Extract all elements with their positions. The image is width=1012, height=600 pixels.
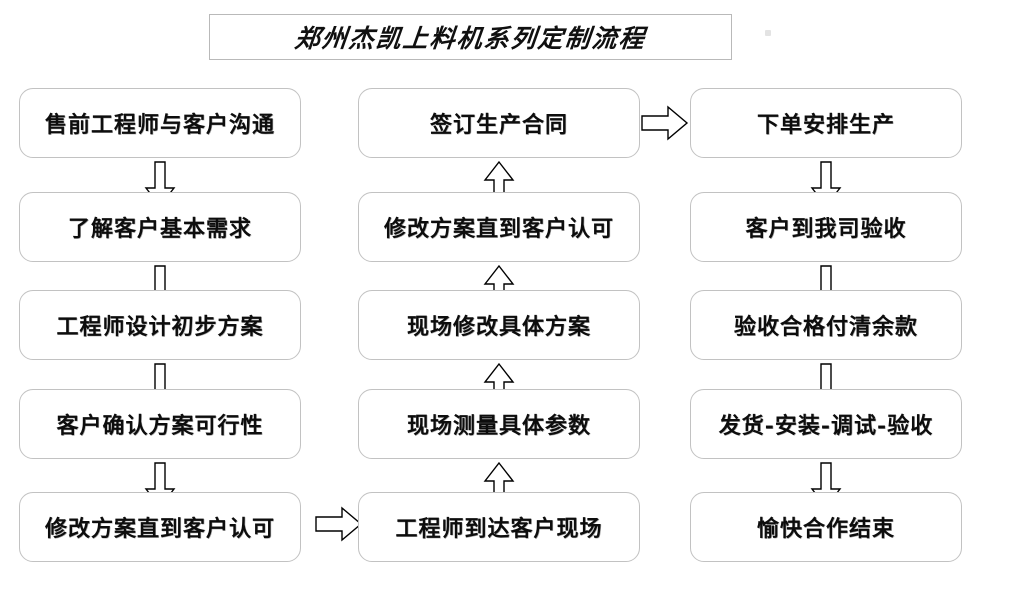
node-col2-5[interactable]: 工程师到达客户现场 <box>358 492 640 562</box>
node-col2-3[interactable]: 现场修改具体方案 <box>358 290 640 360</box>
node-col1-5[interactable]: 修改方案直到客户认可 <box>19 492 301 562</box>
node-col1-2[interactable]: 了解客户基本需求 <box>19 192 301 262</box>
node-label: 愉快合作结束 <box>756 516 895 542</box>
node-col1-1[interactable]: 售前工程师与客户沟通 <box>19 88 301 158</box>
node-label: 工程师到达客户现场 <box>395 516 603 542</box>
node-col3-3[interactable]: 验收合格付清余款 <box>690 290 962 360</box>
node-label: 现场修改具体方案 <box>406 314 591 340</box>
node-label: 修改方案直到客户认可 <box>383 216 614 242</box>
stray-mark <box>765 30 771 36</box>
node-label: 修改方案直到客户认可 <box>44 516 275 542</box>
node-col2-1[interactable]: 签订生产合同 <box>358 88 640 158</box>
node-col3-4[interactable]: 发货-安装-调试-验收 <box>690 389 962 459</box>
chart-title-text: 郑州杰凯上料机系列定制流程 <box>293 24 648 53</box>
node-col3-1[interactable]: 下单安排生产 <box>690 88 962 158</box>
node-col2-4[interactable]: 现场测量具体参数 <box>358 389 640 459</box>
node-label: 现场测量具体参数 <box>406 413 591 439</box>
node-label: 下单安排生产 <box>756 112 895 138</box>
node-label: 工程师设计初步方案 <box>56 314 264 340</box>
arrow-right-col1-to-col2 <box>314 505 364 543</box>
node-label: 了解客户基本需求 <box>67 216 252 242</box>
node-col1-3[interactable]: 工程师设计初步方案 <box>19 290 301 360</box>
node-label: 客户确认方案可行性 <box>56 413 264 439</box>
arrow-right-col2-to-col3 <box>640 104 690 142</box>
node-label: 验收合格付清余款 <box>733 314 918 340</box>
node-label: 签订生产合同 <box>429 112 568 138</box>
node-label: 售前工程师与客户沟通 <box>44 112 275 138</box>
node-label: 客户到我司验收 <box>745 216 907 242</box>
node-col1-4[interactable]: 客户确认方案可行性 <box>19 389 301 459</box>
node-label: 发货-安装-调试-验收 <box>718 413 934 439</box>
node-col3-2[interactable]: 客户到我司验收 <box>690 192 962 262</box>
node-col2-2[interactable]: 修改方案直到客户认可 <box>358 192 640 262</box>
node-col3-5[interactable]: 愉快合作结束 <box>690 492 962 562</box>
chart-title-box: 郑州杰凯上料机系列定制流程 <box>209 14 732 60</box>
